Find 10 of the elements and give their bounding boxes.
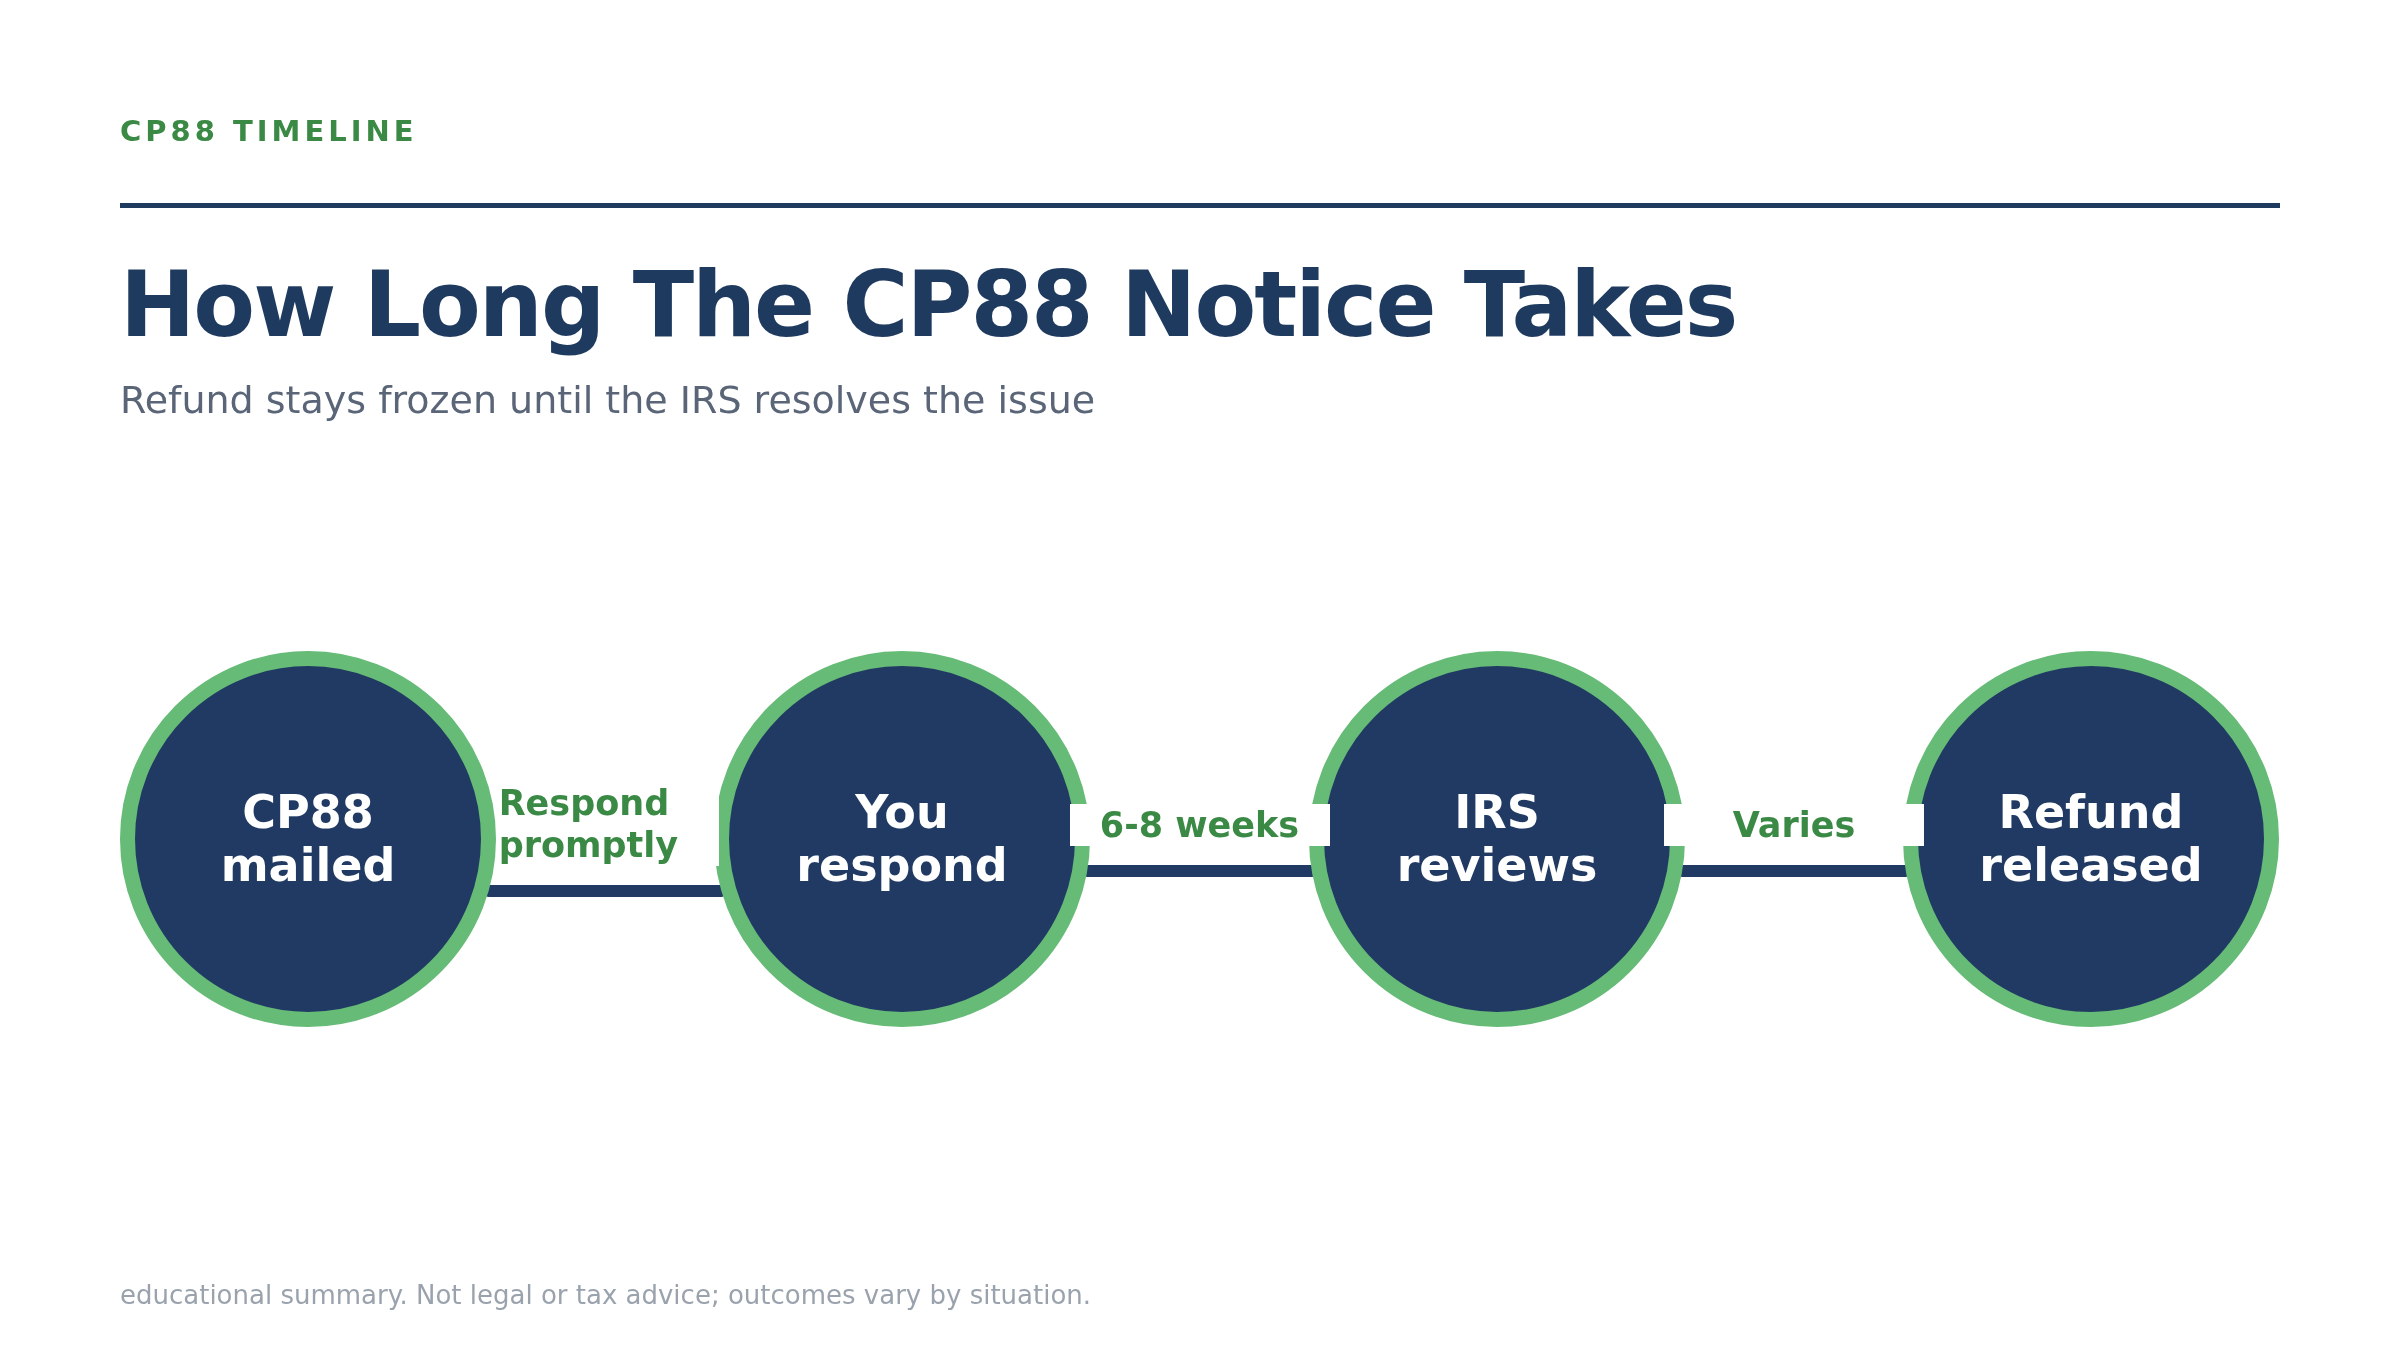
subtitle: Refund stays frozen until the IRS resolves the issue — [120, 378, 1096, 422]
milestone-circle: CP88 mailed — [120, 651, 496, 1027]
edge-label: 6-8 weeks — [1069, 804, 1330, 846]
footer-disclaimer: educational summary. Not legal or tax advice; outcomes vary by situation. — [120, 1280, 1092, 1310]
milestone-circle: You respond — [714, 651, 1090, 1027]
milestone-circle: IRS reviews — [1309, 651, 1685, 1027]
title: How Long The CP88 Notice Takes — [120, 252, 1737, 357]
edge-label: Varies — [1664, 804, 1924, 846]
eyebrow-heading: CP88 TIMELINE — [120, 114, 418, 148]
milestone-circle: Refund released — [1903, 651, 2279, 1027]
